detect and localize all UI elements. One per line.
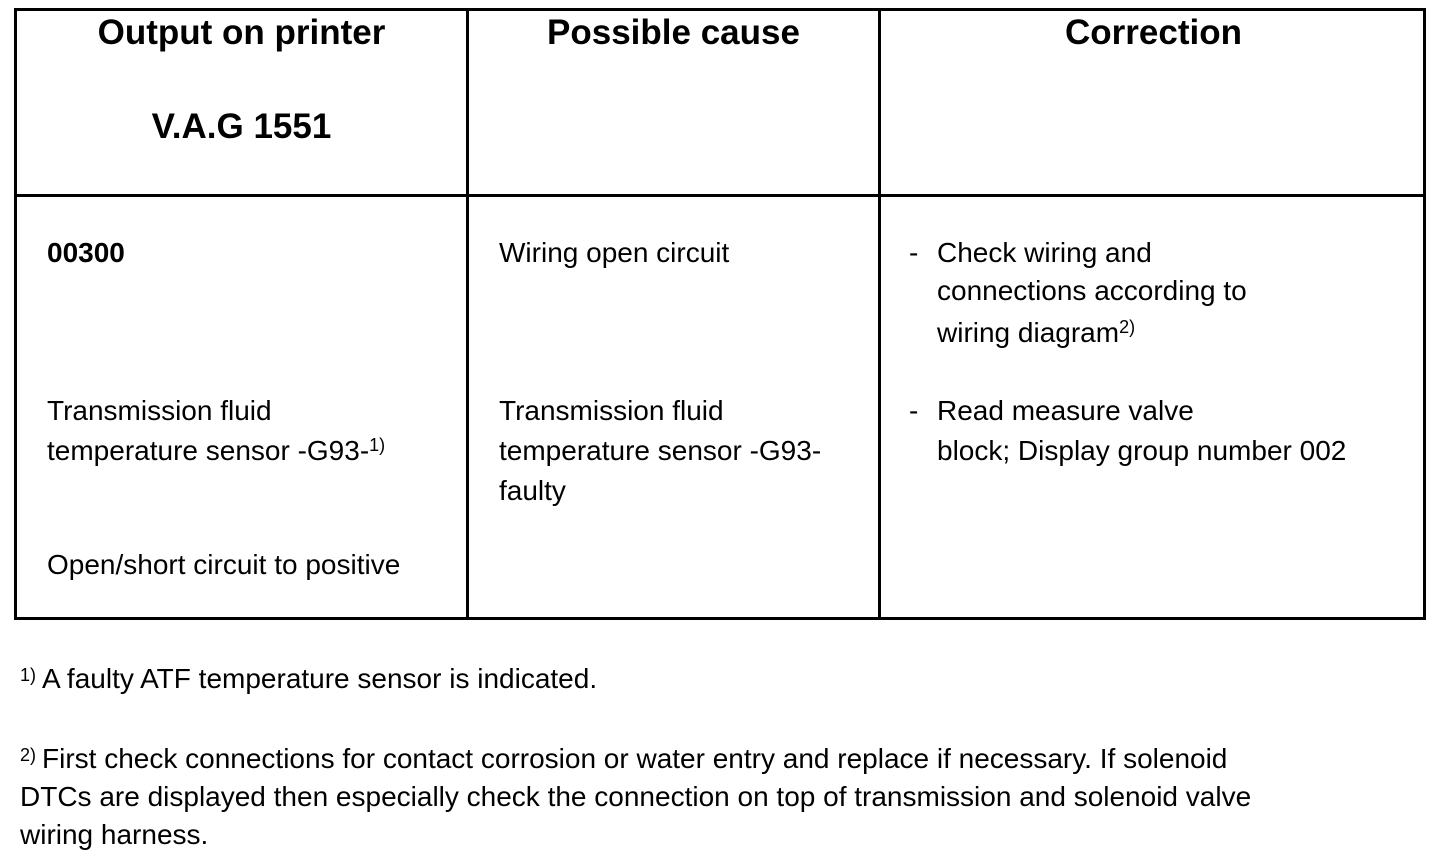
fault-code: 00300 [47,237,125,268]
footnote-2-line-3: wiring harness. [20,819,209,850]
cause-2-line-2: temperature sensor -G93- [499,435,822,466]
footnote-1: 1)A faulty ATF temperature sensor is ind… [20,660,597,698]
column-divider-1 [466,11,469,617]
header-correction: Correction [1065,13,1242,52]
correction-2-line-1: Read measure valve [937,395,1194,426]
correction-1-dash: - [909,237,919,268]
footnote-ref-1: 1) [369,435,386,455]
footnote-1-text: A faulty ATF temperature sensor is indic… [42,663,598,694]
table-header-divider [17,194,1423,197]
correction-2-dash: - [909,395,919,426]
fault-code-table: Output on printer V.A.G 1551 Possible ca… [14,8,1426,620]
header-possible-cause: Possible cause [547,13,800,52]
component-line-2: temperature sensor -G93-1) [47,431,385,471]
correction-1-line-3: wiring diagram2) [937,313,1135,353]
correction-1-line-1: Check wiring and [937,237,1152,268]
footnote-1-mark: 1) [20,665,37,685]
footnote-2-line-1: 2)First check connections for contact co… [20,740,1227,778]
component-name: temperature sensor -G93- [47,435,370,466]
correction-1-line-2: connections according to [937,275,1247,306]
cause-2-line-1: Transmission fluid [499,395,724,426]
cause-1: Wiring open circuit [499,237,730,268]
column-divider-2 [878,11,881,617]
component-line-1: Transmission fluid [47,395,272,426]
header-vag-1551: V.A.G 1551 [151,107,332,146]
header-output-on-printer: Output on printer [97,13,386,52]
fault-type: Open/short circuit to positive [47,549,401,580]
footnote-2-text-1: First check connections for contact corr… [42,743,1228,774]
footnote-2-mark: 2) [20,745,37,765]
cause-2-line-3: faulty [499,475,566,506]
footnote-ref-2: 2) [1119,317,1136,337]
correction-2-line-2: block; Display group number 002 [937,435,1347,466]
wiring-diagram-text: wiring diagram [937,317,1120,348]
footnote-2-line-2: DTCs are displayed then especially check… [20,781,1252,812]
